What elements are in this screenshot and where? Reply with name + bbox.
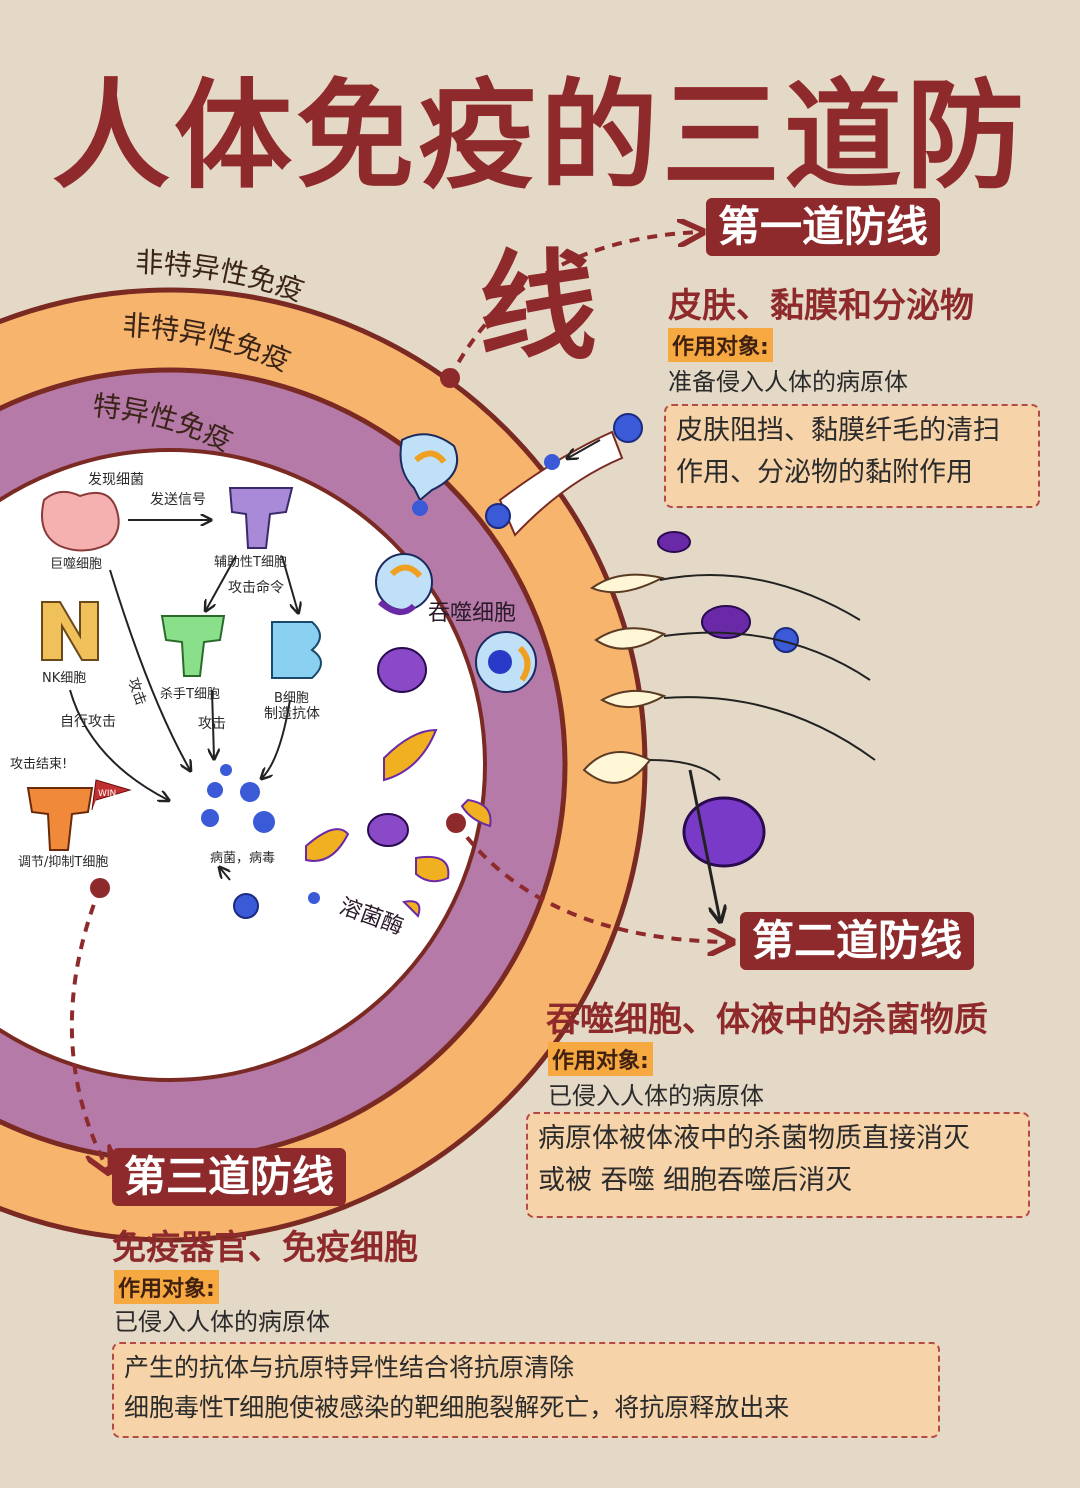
connector-third-line <box>69 887 108 1170</box>
first-line-desc-1: 皮肤阻挡、黏膜纤毛的清扫 <box>676 415 1000 446</box>
phagocyte-label: 吞噬细胞 <box>428 601 516 626</box>
skin-arrow <box>568 439 601 458</box>
connector-first-line <box>448 232 700 379</box>
inner-core-cells <box>26 487 322 851</box>
third-line-heading: 免疫器官、免疫细胞 <box>112 1228 418 1268</box>
middle-ring-cells <box>233 433 560 919</box>
third-line-desc-2: 细胞毒性T细胞使被感染的靶细胞裂解死亡，将抗原释放出来 <box>124 1393 790 1422</box>
found-bacteria-label: 发现细菌 <box>88 472 144 488</box>
second-line-badge: 第二道防线 <box>740 912 975 970</box>
third-line-target-label: 作用对象: <box>114 1270 219 1304</box>
regulatory-t-label: 调节/抑制T细胞 <box>18 855 108 870</box>
connector-second-line <box>454 821 730 942</box>
first-line-heading: 皮肤、黏膜和分泌物 <box>668 286 974 326</box>
second-line-description: 病原体被体液中的杀菌物质直接消灭 或被 吞噬 细胞吞噬后消灭 <box>526 1112 1030 1218</box>
bacteria-virus-label: 病菌，病毒 <box>210 851 275 866</box>
helper-t-label: 辅助性T细胞 <box>214 555 287 570</box>
attack-end-label: 攻击结束! <box>10 757 67 772</box>
macrophage-label: 巨噬细胞 <box>50 557 102 572</box>
second-line-heading: 吞噬细胞、体液中的杀菌物质 <box>546 1000 988 1040</box>
inner-arrows <box>69 520 298 881</box>
killer-t-label: 杀手T细胞 <box>160 687 220 702</box>
hair-strands <box>649 574 876 781</box>
connector-dot-1 <box>440 368 460 388</box>
first-line-description: 皮肤阻挡、黏膜纤毛的清扫 作用、分泌物的黏附作用 <box>664 404 1040 508</box>
make-antibody-label: 制造抗体 <box>264 706 320 722</box>
third-line-target: 已侵入人体的病原体 <box>114 1308 330 1336</box>
connector-dot-2 <box>446 813 466 833</box>
second-line-target-label: 作用对象: <box>548 1042 653 1076</box>
second-line-target: 已侵入人体的病原体 <box>548 1082 764 1110</box>
b-cell-label: B细胞 <box>274 691 309 706</box>
send-signal-label: 发送信号 <box>150 492 206 508</box>
third-line-desc-1: 产生的抗体与抗原特异性结合将抗原清除 <box>124 1353 575 1382</box>
secretion-glands <box>582 573 667 784</box>
second-line-desc-1: 病原体被体液中的杀菌物质直接消灭 <box>538 1123 970 1154</box>
page-title: 人体免疫的三道防线 <box>51 67 1028 376</box>
skin-channel <box>498 430 624 537</box>
win-flag-label: WIN <box>98 789 116 799</box>
first-line-target: 准备侵入人体的病原体 <box>668 368 908 396</box>
third-line-badge: 第三道防线 <box>112 1148 347 1206</box>
second-line-desc-2: 或被 吞噬 细胞吞噬后消灭 <box>538 1165 853 1196</box>
connector-dot-3 <box>90 878 110 898</box>
nk-label: NK细胞 <box>42 671 86 686</box>
self-attack-label: 自行攻击 <box>60 714 116 730</box>
outer-pathogens <box>613 413 799 920</box>
attack-command-label: 攻击命令 <box>228 579 284 596</box>
third-line-description: 产生的抗体与抗原特异性结合将抗原清除 细胞毒性T细胞使被感染的靶细胞裂解死亡，将… <box>112 1342 940 1438</box>
first-line-badge: 第一道防线 <box>706 198 941 256</box>
first-line-desc-2: 作用、分泌物的黏附作用 <box>676 457 973 488</box>
attack-label-2: 攻击 <box>198 716 226 732</box>
first-line-target-label: 作用对象: <box>668 328 773 362</box>
